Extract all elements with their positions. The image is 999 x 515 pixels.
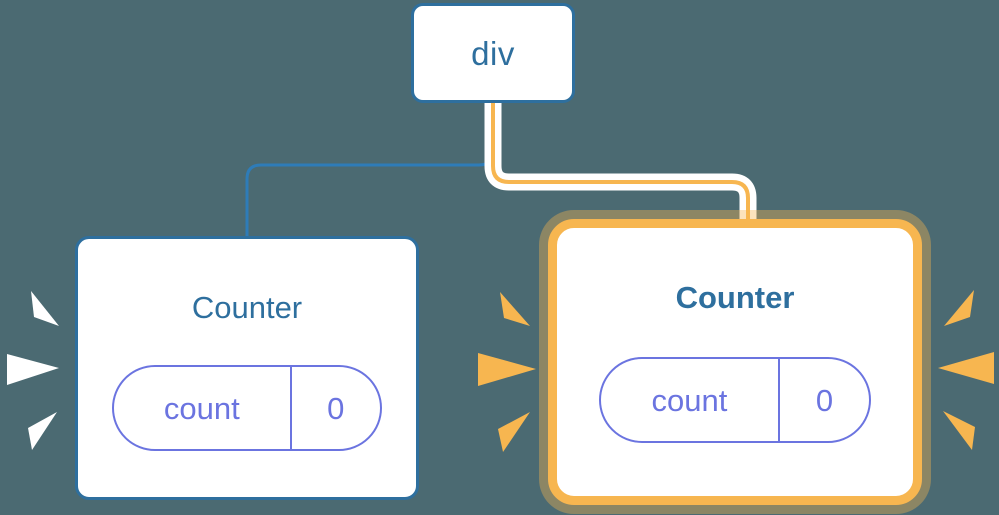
node-counter-right[interactable]: Counter count 0	[548, 219, 922, 505]
node-div-label: div	[471, 34, 515, 72]
state-key-left: count	[114, 367, 292, 449]
edge-div-to-counter-right	[491, 101, 750, 230]
spark-white-mid	[7, 354, 59, 385]
spark-white-bottom	[28, 412, 57, 450]
node-counter-right-label: Counter	[675, 280, 795, 315]
node-div[interactable]: div	[411, 3, 575, 103]
node-counter-left-label: Counter	[191, 290, 303, 325]
edge-div-to-counter-right-halo	[484, 94, 757, 237]
spark-orange-far-mid	[938, 352, 994, 384]
state-pill-right: count 0	[599, 357, 871, 443]
state-key-right: count	[601, 359, 780, 441]
edge-div-to-counter-left	[245, 101, 495, 238]
spark-orange-mid	[478, 353, 536, 386]
spark-orange-far-bottom	[943, 411, 975, 450]
spark-burst-right-node-left-side	[478, 282, 542, 457]
spark-white-top	[31, 291, 59, 326]
node-counter-left[interactable]: Counter count 0	[75, 236, 419, 500]
spark-orange-top	[500, 292, 530, 326]
spark-burst-far-right	[930, 280, 994, 455]
state-pill-left: count 0	[112, 365, 382, 451]
state-value-right: 0	[815, 382, 834, 418]
spark-burst-left-white	[7, 282, 71, 457]
spark-orange-far-top	[944, 290, 974, 326]
state-value-left: 0	[327, 390, 345, 426]
spark-orange-bottom	[498, 412, 530, 452]
